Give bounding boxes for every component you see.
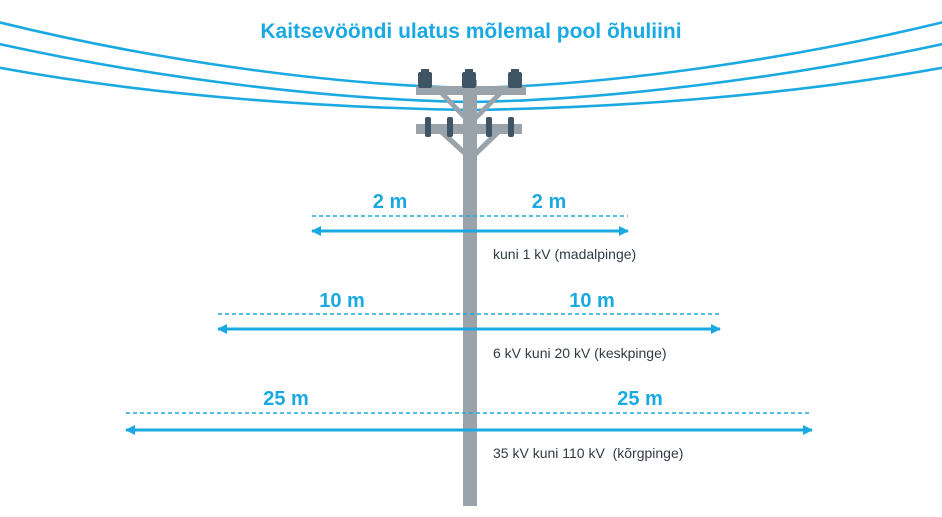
- pole-brace: [477, 95, 502, 120]
- small-insulator-icon: [486, 117, 492, 137]
- insulator-icon: [462, 69, 476, 88]
- zone-voltage-label: 6 kV kuni 20 kV (keskpinge): [493, 345, 667, 361]
- zone-low-voltage: 2 m 2 m kuni 1 kV (madalpinge): [311, 191, 636, 262]
- utility-pole: [416, 69, 526, 506]
- zone-voltage-label: kuni 1 kV (madalpinge): [493, 246, 636, 262]
- zone-voltage-label: 35 kV kuni 110 kV (kõrgpinge): [493, 445, 683, 461]
- zone-right-distance: 25 m: [617, 388, 663, 410]
- insulator-icon: [418, 69, 432, 88]
- small-insulator-icon: [508, 117, 514, 137]
- zone-left-distance: 25 m: [263, 388, 309, 410]
- pole-brace: [477, 134, 500, 156]
- small-insulator-icon: [425, 117, 431, 137]
- pole-shaft: [463, 80, 477, 506]
- insulator-icon: [508, 69, 522, 88]
- pole-lower-crossarm: [416, 124, 522, 134]
- zone-left-distance: 2 m: [373, 191, 407, 213]
- zone-right-distance: 10 m: [569, 290, 615, 312]
- pole-brace: [440, 134, 464, 156]
- pole-brace: [440, 95, 464, 120]
- zone-right-distance: 2 m: [532, 191, 566, 213]
- zone-left-distance: 10 m: [319, 290, 365, 312]
- zone-high-voltage: 25 m 25 m 35 kV kuni 110 kV (kõrgpinge): [125, 388, 813, 461]
- zone-medium-voltage: 10 m 10 m 6 kV kuni 20 kV (keskpinge): [217, 290, 721, 361]
- pole-top-crossarm: [416, 86, 526, 95]
- diagram-title: Kaitsevööndi ulatus mõlemal pool õhuliin…: [260, 20, 682, 43]
- small-insulator-icon: [447, 117, 453, 137]
